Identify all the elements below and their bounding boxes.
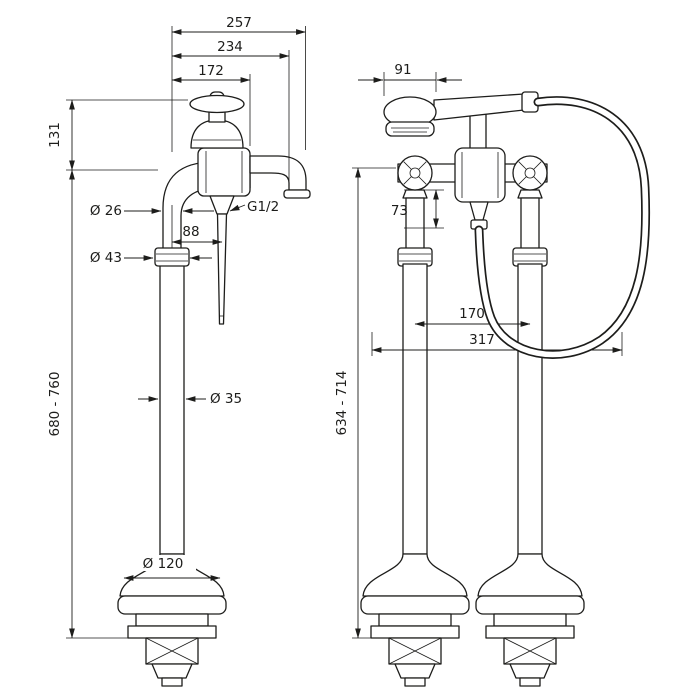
floor-plate xyxy=(360,595,470,615)
pipe-union xyxy=(517,189,543,199)
upper-pipe xyxy=(520,197,540,251)
dim-label-base-dia: Ø 120 xyxy=(143,556,184,572)
mounting-nut xyxy=(509,663,551,679)
dim-label-thread: G1/2 xyxy=(247,199,279,215)
dim-label-collar-dia: Ø 43 xyxy=(90,250,122,266)
side-handshower-wand xyxy=(216,213,228,325)
upper-pipe xyxy=(405,197,425,251)
pipe-union xyxy=(402,189,428,199)
base-step2 xyxy=(370,625,460,639)
riser-pipe xyxy=(517,263,543,555)
base-flare xyxy=(362,553,468,597)
dim-label-pipe-dia: Ø 35 xyxy=(210,391,242,407)
side-collar xyxy=(154,247,190,267)
handle-spoke xyxy=(403,161,412,170)
label-mask xyxy=(130,555,196,571)
side-base-step1 xyxy=(135,613,209,627)
base-step2 xyxy=(485,625,575,639)
dim-label-proj-mid: 234 xyxy=(217,39,243,55)
front-left-riser xyxy=(360,189,470,687)
side-mounting-nut xyxy=(151,663,193,679)
left-cross-handle xyxy=(397,155,433,191)
dim-label-proj-total: 257 xyxy=(226,15,252,31)
side-mounting-stub xyxy=(161,677,183,687)
shower-hose xyxy=(474,96,651,359)
side-cross-handle xyxy=(189,94,245,114)
handshower-face xyxy=(385,121,435,137)
handle-spoke xyxy=(518,161,527,170)
hose-cone xyxy=(469,201,489,221)
dim-label-install-height-front: 634 - 714 xyxy=(334,371,350,436)
side-spout xyxy=(249,155,307,191)
side-view-faucet xyxy=(117,91,311,687)
dim-label-pipe-pitch: 170 xyxy=(459,306,485,322)
dim-label-install-height-side: 680 - 760 xyxy=(47,372,63,437)
leader-line xyxy=(229,204,246,212)
floor-plate xyxy=(475,595,585,615)
handle-spoke xyxy=(418,161,427,170)
side-escutcheon-dome xyxy=(190,119,244,149)
base-flare xyxy=(477,553,583,597)
handle-spoke xyxy=(518,176,527,185)
front-right-riser xyxy=(475,189,585,687)
handle-spoke xyxy=(418,176,427,185)
handle-spoke xyxy=(533,176,542,185)
dim-label-holder-offset: 88 xyxy=(182,224,199,240)
hose-inner xyxy=(476,97,649,358)
collar xyxy=(512,247,548,267)
mounting-brace xyxy=(388,637,442,665)
mounting-brace xyxy=(503,637,557,665)
mounting-stub xyxy=(404,677,426,687)
handle-spoke xyxy=(403,176,412,185)
side-mounting-brace xyxy=(145,637,199,665)
side-floor-plate xyxy=(117,595,227,615)
right-handle-hub xyxy=(524,167,536,179)
side-base-step2 xyxy=(127,625,217,639)
side-aerator xyxy=(283,189,311,199)
side-riser-pipe xyxy=(159,263,185,555)
diverter-body xyxy=(454,147,506,203)
dim-label-upper-pipe-dia: Ø 26 xyxy=(90,203,122,219)
mounting-stub xyxy=(519,677,541,687)
left-handle-hub xyxy=(409,167,421,179)
base-step1 xyxy=(493,613,567,627)
mounting-nut xyxy=(394,663,436,679)
front-view-faucet xyxy=(360,91,585,687)
dim-label-top-height: 131 xyxy=(47,122,63,148)
dim-label-overall-width: 317 xyxy=(469,332,495,348)
dim-label-handle-drop: 73 xyxy=(391,203,408,219)
dim-label-shower-head-width: 91 xyxy=(394,62,411,78)
base-step1 xyxy=(378,613,452,627)
dim-label-proj-inner: 172 xyxy=(198,63,224,79)
right-cross-handle xyxy=(512,155,548,191)
riser-pipe xyxy=(402,263,428,555)
collar xyxy=(397,247,433,267)
side-dimensions: 257 234 172 131 680 - 760 Ø 26 Ø 43 88 G… xyxy=(47,15,306,639)
handle-spoke xyxy=(533,161,542,170)
